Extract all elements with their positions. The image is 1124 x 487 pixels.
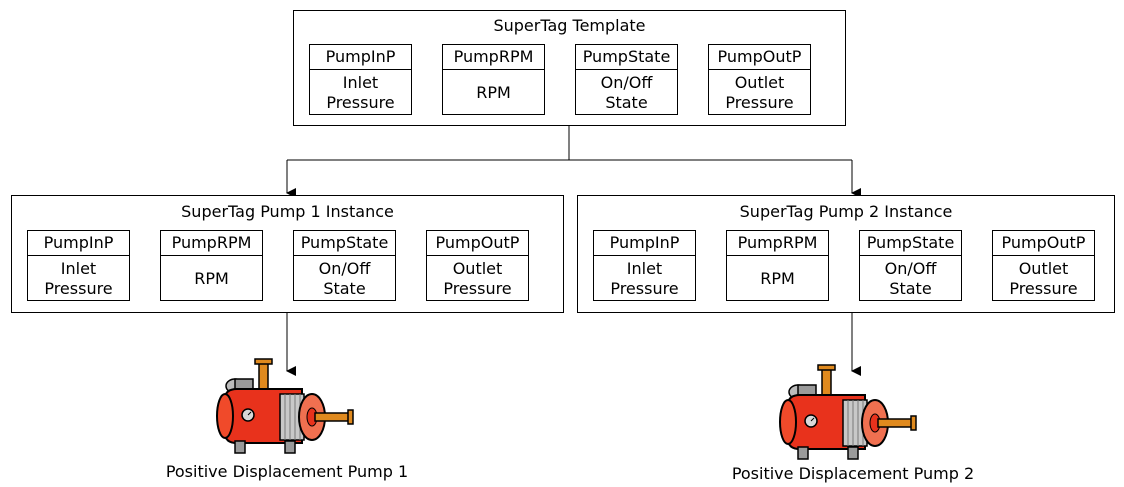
pump-2-label: Positive Displacement Pump 2 xyxy=(731,464,975,483)
pump-1-icon xyxy=(216,358,354,454)
tag-desc: Outlet Pressure xyxy=(725,73,794,112)
instance2-tag-pumpstate: PumpState On/Off State xyxy=(859,230,962,301)
tag-desc: RPM xyxy=(760,269,795,288)
tag-name: PumpState xyxy=(294,231,395,256)
instance1-tag-pumpinp: PumpInP Inlet Pressure xyxy=(27,230,130,301)
tag-desc: RPM xyxy=(476,83,511,102)
tag-name: PumpRPM xyxy=(161,231,262,256)
template-title: SuperTag Template xyxy=(493,16,646,35)
instance1-tag-pumpoutp: PumpOutP Outlet Pressure xyxy=(426,230,529,301)
tag-name: PumpOutP xyxy=(709,45,810,70)
instance2-tag-pumpinp: PumpInP Inlet Pressure xyxy=(593,230,696,301)
instance1-title: SuperTag Pump 1 Instance xyxy=(181,202,394,221)
pump2-instance-box: SuperTag Pump 2 Instance PumpInP Inlet P… xyxy=(577,195,1115,313)
tag-desc: Inlet Pressure xyxy=(326,73,395,112)
supertag-template-box: SuperTag Template PumpInP Inlet Pressure… xyxy=(293,10,846,126)
instance2-tag-pumprpm: PumpRPM RPM xyxy=(726,230,829,301)
tag-name: PumpState xyxy=(860,231,961,256)
template-tag-pumpoutp: PumpOutP Outlet Pressure xyxy=(708,44,811,115)
tag-name: PumpInP xyxy=(594,231,695,256)
tag-name: PumpState xyxy=(576,45,677,70)
tag-desc: Outlet Pressure xyxy=(1009,259,1078,298)
pump1-instance-box: SuperTag Pump 1 Instance PumpInP Inlet P… xyxy=(11,195,564,313)
instance2-title: SuperTag Pump 2 Instance xyxy=(739,202,953,221)
tag-desc: RPM xyxy=(194,269,229,288)
tag-desc: On/Off State xyxy=(600,73,653,112)
tag-desc: On/Off State xyxy=(884,259,937,298)
instance2-tag-pumpoutp: PumpOutP Outlet Pressure xyxy=(992,230,1095,301)
template-tag-pumpstate: PumpState On/Off State xyxy=(575,44,678,115)
template-tag-pumprpm: PumpRPM RPM xyxy=(442,44,545,115)
tag-name: PumpInP xyxy=(310,45,411,70)
tag-desc: On/Off State xyxy=(318,259,371,298)
tag-name: PumpRPM xyxy=(443,45,544,70)
tag-desc: Outlet Pressure xyxy=(443,259,512,298)
instance1-tag-pumpstate: PumpState On/Off State xyxy=(293,230,396,301)
pump-2-icon xyxy=(779,364,917,460)
tag-name: PumpOutP xyxy=(993,231,1094,256)
tag-name: PumpInP xyxy=(28,231,129,256)
pump-1-label: Positive Displacement Pump 1 xyxy=(165,462,409,481)
tag-name: PumpRPM xyxy=(727,231,828,256)
tag-name: PumpOutP xyxy=(427,231,528,256)
instance1-tag-pumprpm: PumpRPM RPM xyxy=(160,230,263,301)
tag-desc: Inlet Pressure xyxy=(44,259,113,298)
tag-desc: Inlet Pressure xyxy=(610,259,679,298)
template-tag-pumpinp: PumpInP Inlet Pressure xyxy=(309,44,412,115)
